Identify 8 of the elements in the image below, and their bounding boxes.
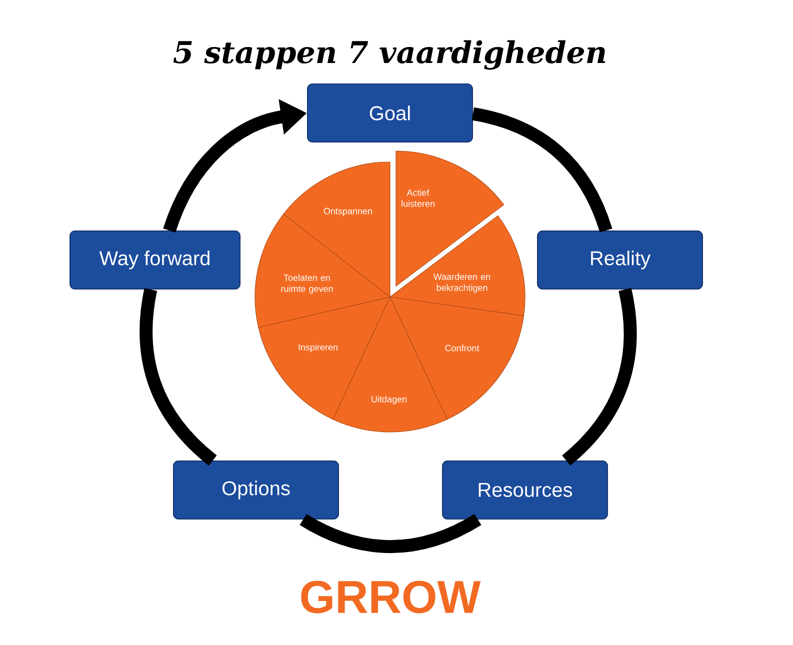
step-box: Way forward: [70, 230, 240, 290]
step-box: Resources: [442, 460, 608, 520]
step-box: Goal: [307, 84, 473, 142]
step-box: Options: [173, 460, 339, 520]
caption: GRROW: [301, 580, 481, 614]
pie-slice: Waarderen en bekrachtigen: [390, 215, 526, 316]
step-box: Reality: [537, 230, 703, 290]
title: 5 stappen 7 vaardigheden: [173, 40, 606, 70]
